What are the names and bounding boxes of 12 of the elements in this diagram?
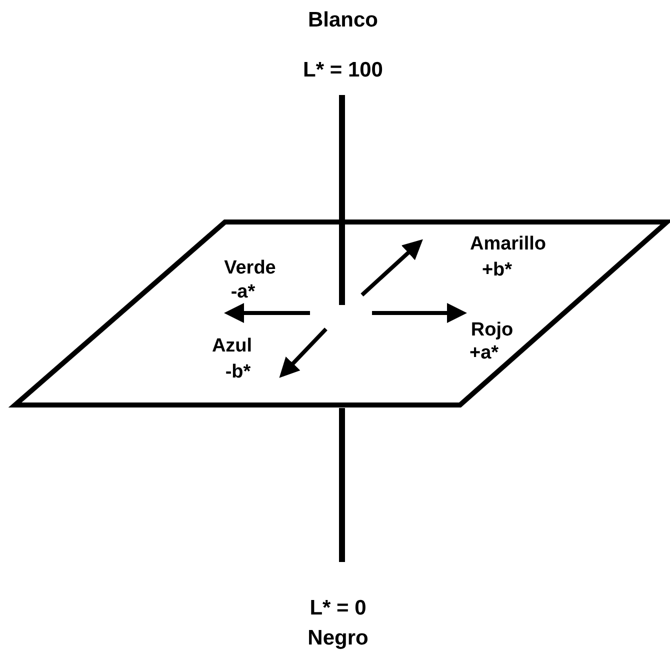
axis-label: Verde xyxy=(224,258,276,278)
axis-label: -b* xyxy=(225,362,251,382)
axis-label: Negro xyxy=(308,628,368,648)
axis-label: Blanco xyxy=(308,10,378,30)
axis-label: Amarillo xyxy=(470,234,546,254)
axis-label: Azul xyxy=(212,336,252,356)
axis-label: +a* xyxy=(469,344,499,362)
axis-label: L* = 0 xyxy=(310,598,366,618)
axis-label: +b* xyxy=(482,260,512,280)
axis-label: Rojo xyxy=(470,320,514,340)
axis-label: L* = 100 xyxy=(303,60,383,80)
axis-label: -a* xyxy=(230,282,256,302)
